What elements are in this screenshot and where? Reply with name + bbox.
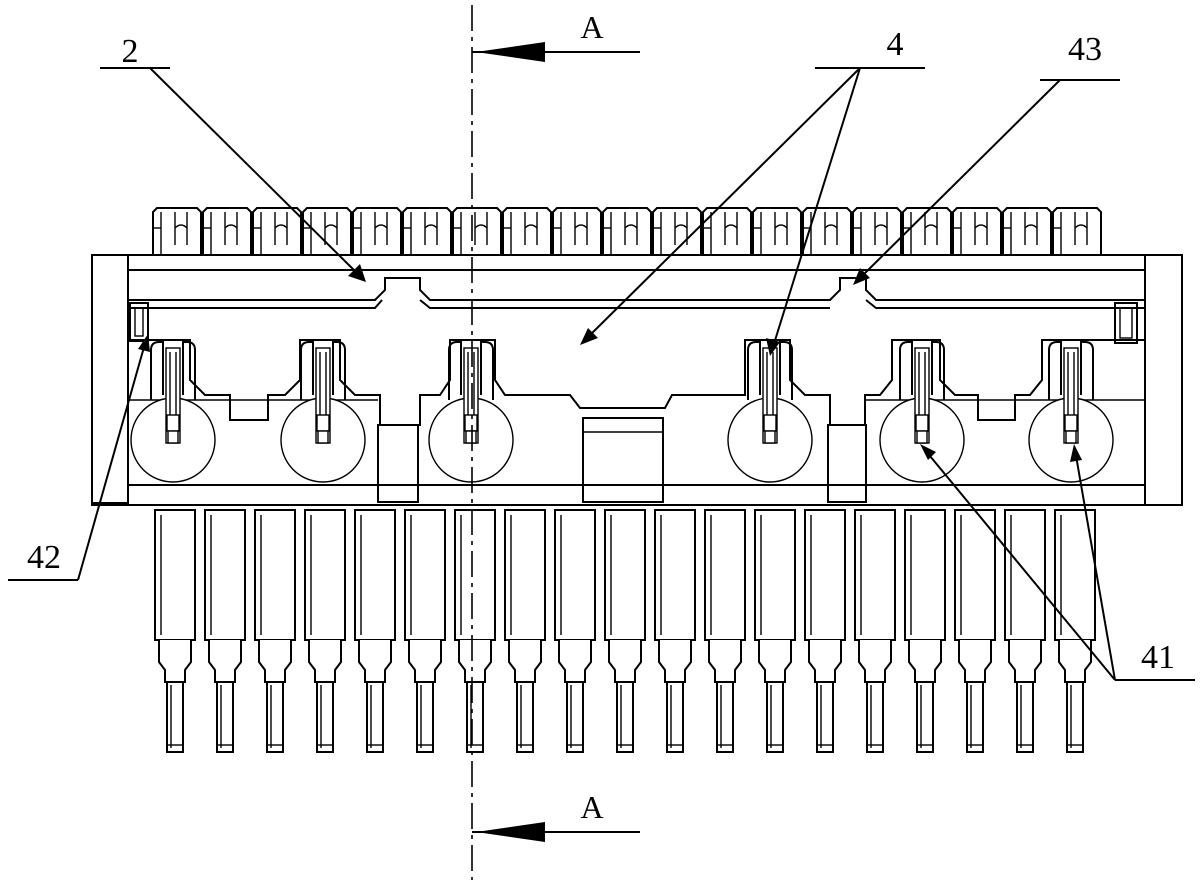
section-marker-top: A	[472, 9, 640, 62]
top-tooth	[352, 207, 402, 255]
top-tooth	[402, 207, 452, 255]
section-marker-bottom: A	[472, 789, 640, 842]
top-tooth	[1002, 207, 1052, 255]
top-tooth	[902, 207, 952, 255]
bottom-pin	[954, 509, 996, 753]
bottom-pin	[854, 509, 896, 753]
bottom-pin	[704, 509, 746, 753]
bottom-pin	[354, 509, 396, 753]
top-tooth	[252, 207, 302, 255]
callout-41-label: 41	[1141, 639, 1175, 676]
slotted-bracket	[747, 341, 793, 444]
top-tooth	[952, 207, 1002, 255]
bottom-pin	[254, 509, 296, 753]
housing-body	[91, 254, 1183, 506]
bottom-pin	[504, 509, 546, 753]
callout-43-group: 43	[853, 31, 1120, 285]
bottom-pin	[654, 509, 696, 753]
slotted-bracket	[1048, 341, 1094, 444]
top-tooth	[852, 207, 902, 255]
bottom-pin	[554, 509, 596, 753]
callout-41-group: 41	[920, 444, 1195, 681]
callout-42-label: 42	[27, 539, 61, 576]
slotted-bracket	[300, 341, 346, 444]
top-tooth	[202, 207, 252, 255]
bottom-pin	[454, 509, 496, 753]
callout-4-label: 4	[887, 26, 904, 63]
top-tooth	[502, 207, 552, 255]
callout-2-group: 2	[100, 33, 366, 282]
bottom-pin	[304, 509, 346, 753]
top-tooth	[752, 207, 802, 255]
slotted-bracket	[150, 341, 196, 444]
top-tooth	[452, 207, 502, 255]
section-label-top: A	[580, 9, 603, 45]
top-tooth	[702, 207, 752, 255]
slotted-brackets	[150, 341, 1094, 444]
bottom-pin	[404, 509, 446, 753]
callout-43-label: 43	[1068, 31, 1102, 68]
top-tooth	[302, 207, 352, 255]
bottom-pin	[904, 509, 946, 753]
bottom-pin	[804, 509, 846, 753]
bottom-pin	[1004, 509, 1046, 753]
slotted-bracket	[899, 341, 945, 444]
callout-4-group: 4	[580, 26, 925, 356]
top-tooth	[152, 207, 202, 255]
section-label-bottom: A	[580, 789, 603, 825]
top-tooth	[1052, 207, 1102, 255]
bottom-pin	[204, 509, 246, 753]
top-tooth	[652, 207, 702, 255]
top-tooth	[802, 207, 852, 255]
bottom-pin	[604, 509, 646, 753]
top-tooth	[552, 207, 602, 255]
bottom-pins-row	[154, 509, 1096, 753]
bottom-pin	[154, 509, 196, 753]
slotted-bracket	[448, 341, 494, 444]
bottom-pin	[754, 509, 796, 753]
top-tooth	[602, 207, 652, 255]
callout-2-label: 2	[122, 33, 139, 70]
callout-42-group: 42	[8, 334, 150, 581]
